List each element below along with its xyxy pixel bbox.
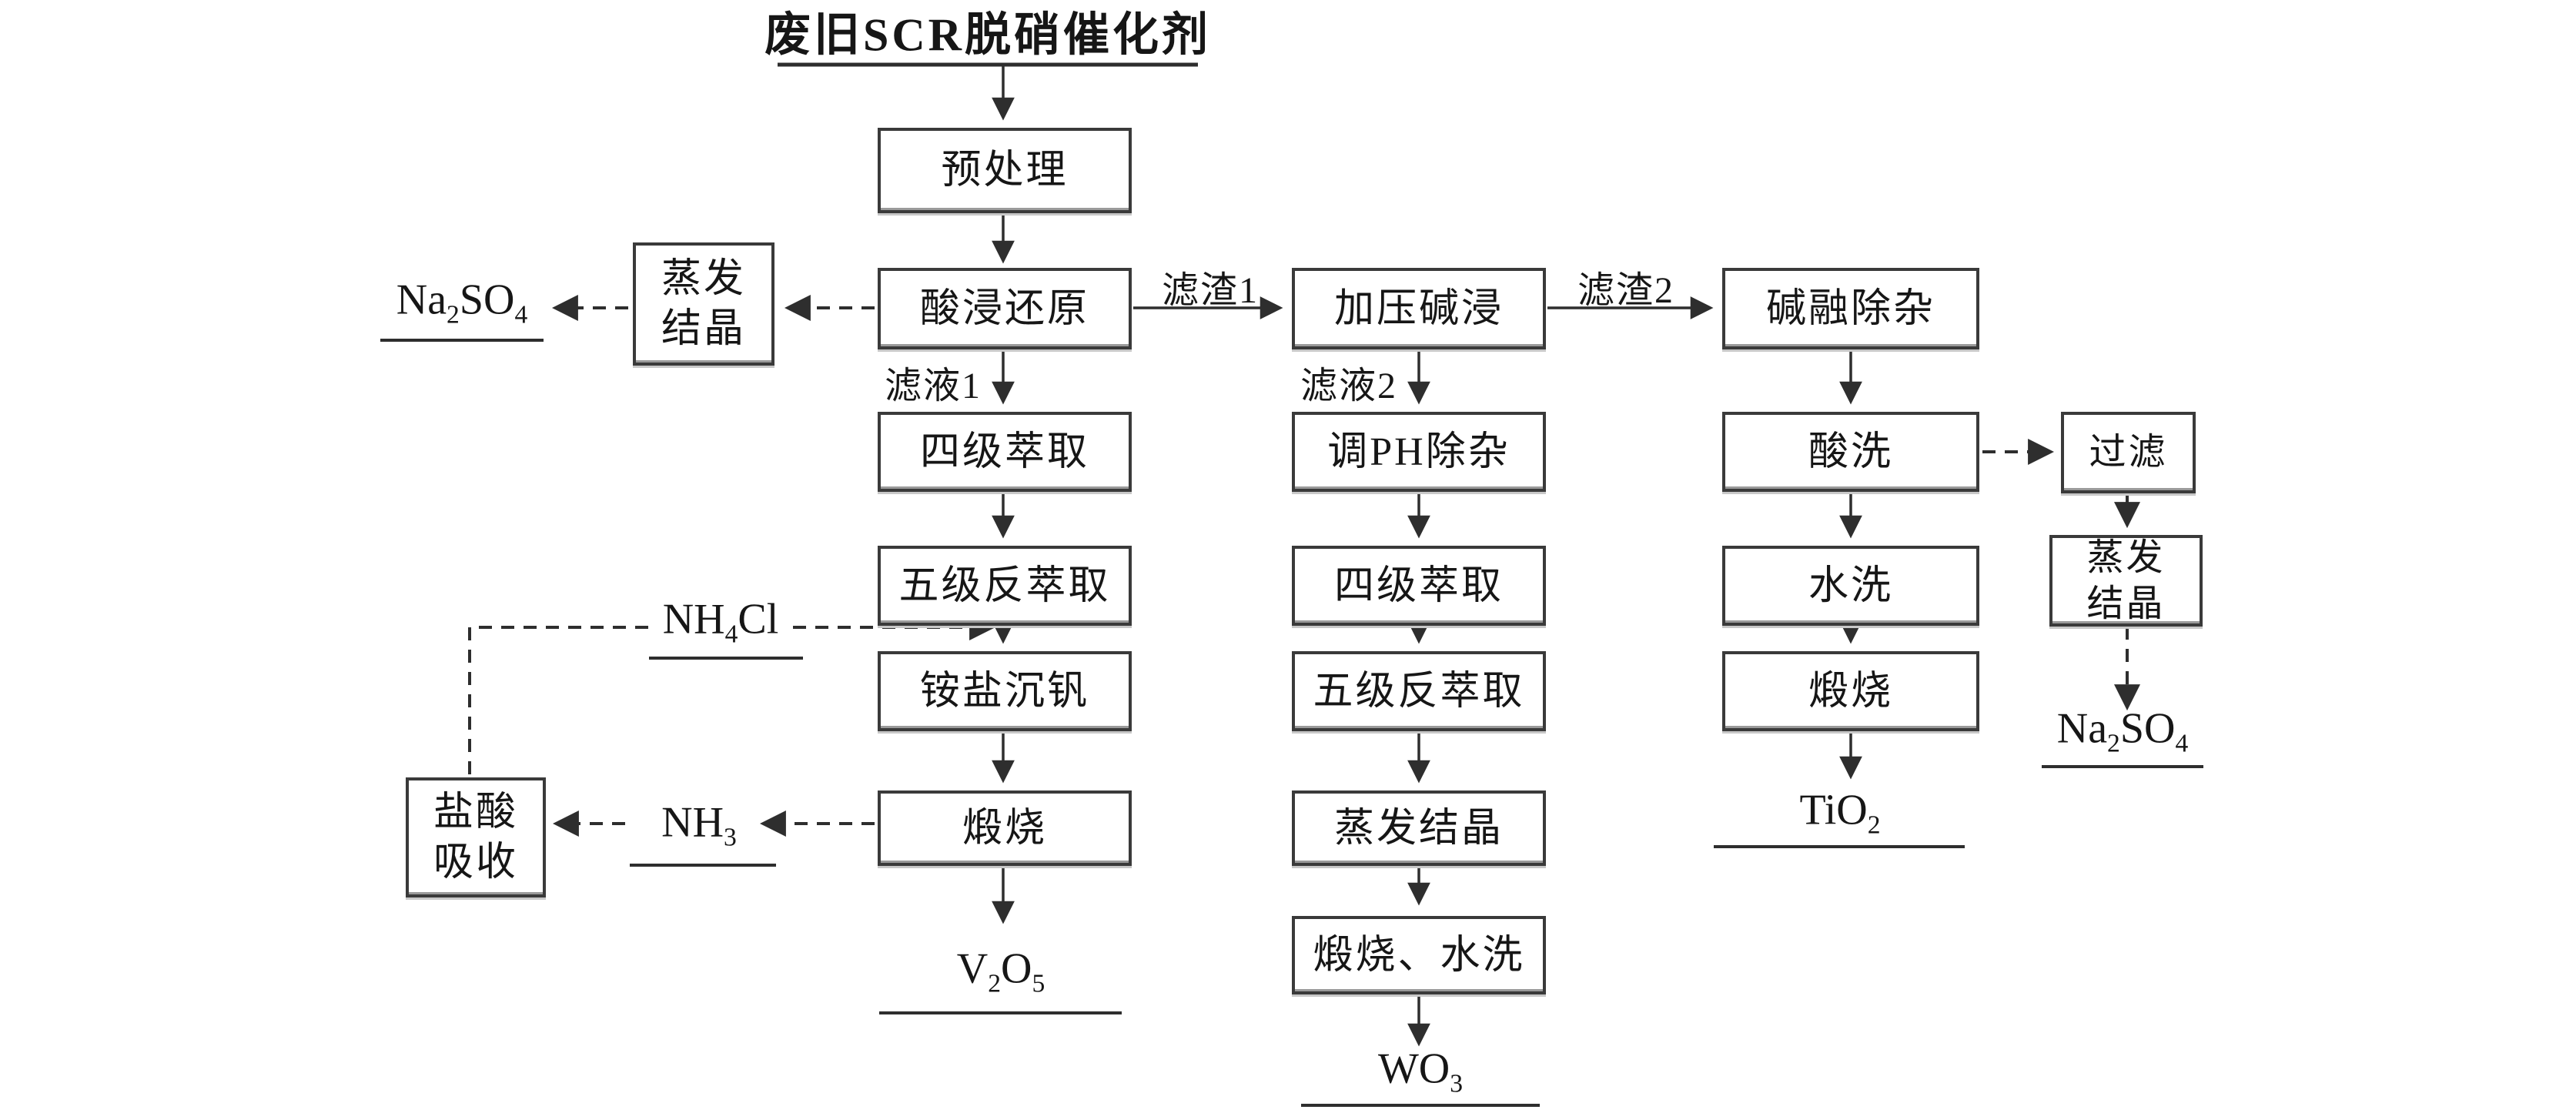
chemical-label-ammonium-chloride: NH4Cl [662, 595, 779, 649]
solid-arrows [992, 66, 1862, 1047]
process-box-evaporation-crystallization-w: 蒸发结晶 [1292, 790, 1546, 866]
dashed-arrows [468, 295, 2140, 837]
process-box-five-stage-back-extraction-v: 五级反萃取 [878, 546, 1132, 626]
chemical-label-titanium-dioxide: TiO2 [1799, 786, 1881, 840]
stream-label-residue1: 滤渣1 [1161, 270, 1260, 311]
chemical-label-tungsten-trioxide: WO3 [1377, 1044, 1464, 1098]
process-box-evaporation-crystallization-right: 蒸发 结晶 [2049, 535, 2203, 627]
process-box-pressure-alkaline-leaching: 加压碱浸 [1292, 268, 1546, 349]
process-box-acid-leach-reduction: 酸浸还原 [878, 268, 1132, 349]
stream-label-filtrate2: 滤液2 [1300, 366, 1398, 406]
process-box-acid-wash: 酸洗 [1722, 412, 1979, 492]
process-box-calcination-ti: 煅烧 [1722, 651, 1979, 731]
process-box-alkali-fusion-impurity-removal: 碱融除杂 [1722, 268, 1979, 349]
process-box-pretreatment: 预处理 [878, 128, 1132, 213]
process-box-five-stage-back-extraction-w: 五级反萃取 [1292, 651, 1546, 731]
process-box-four-stage-extraction-w: 四级萃取 [1292, 546, 1546, 626]
process-box-calcination-v: 煅烧 [878, 790, 1132, 866]
process-box-filtration: 过滤 [2061, 412, 2196, 493]
process-box-calcination-water-wash: 煅烧、水洗 [1292, 916, 1546, 994]
diagram-title: 废旧SCR脱硝催化剂 [764, 9, 1212, 61]
stream-label-residue2: 滤渣2 [1577, 270, 1675, 311]
chemical-label-sodium-sulfate-left: Na2SO4 [396, 276, 528, 329]
process-box-ph-adjust-impurity-removal: 调PH除杂 [1292, 412, 1546, 492]
process-box-four-stage-extraction-v: 四级萃取 [878, 412, 1132, 492]
chemical-label-ammonia: NH3 [661, 798, 737, 852]
stream-label-filtrate1: 滤液1 [884, 366, 982, 406]
process-box-ammonium-salt-v-precipitation: 铵盐沉钒 [878, 651, 1132, 731]
process-box-water-wash: 水洗 [1722, 546, 1979, 626]
process-box-hcl-absorption: 盐酸 吸收 [406, 777, 546, 897]
process-box-evaporation-crystallization-left: 蒸发 结晶 [633, 242, 774, 366]
chemical-label-vanadium-pentoxide: V2O5 [956, 944, 1045, 998]
chemical-label-sodium-sulfate-right: Na2SO4 [2056, 704, 2189, 758]
chemical-underlines [380, 339, 2203, 1107]
